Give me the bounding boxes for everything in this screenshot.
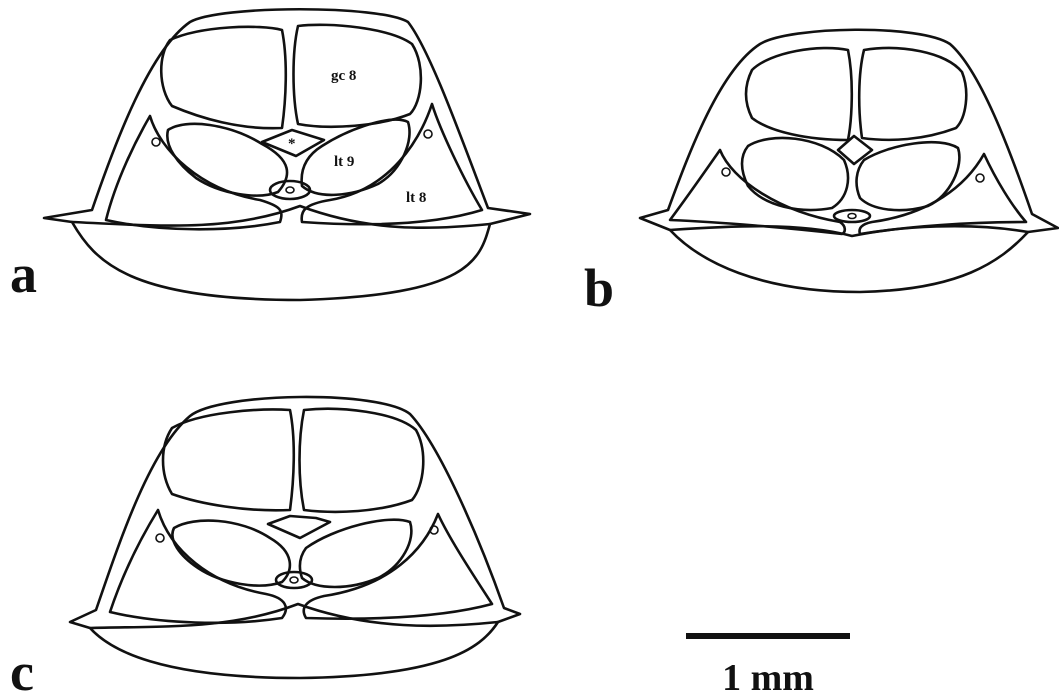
panel-a-left-dot bbox=[152, 138, 160, 146]
panel-c-center-diamond bbox=[268, 516, 330, 538]
panel-a-outer-outline bbox=[44, 9, 530, 300]
panel-c-left-middle-lobe bbox=[172, 521, 289, 586]
panel-c-right-upper-lobe bbox=[300, 409, 424, 512]
panel-a-left-upper-lobe bbox=[161, 27, 286, 128]
label-lt9: lt 9 bbox=[334, 154, 354, 170]
scale-bar: 1 mm bbox=[686, 636, 850, 697]
panel-b-left-dot bbox=[722, 168, 730, 176]
panel-a-bottom-oval-inner bbox=[286, 187, 294, 193]
scale-bar-label: 1 mm bbox=[722, 657, 814, 697]
panel-b-left-triangle bbox=[670, 150, 845, 234]
panel-a-left-middle-lobe bbox=[167, 124, 287, 196]
panel-c-right-triangle bbox=[304, 514, 492, 619]
label-star: * bbox=[288, 136, 296, 152]
label-lt8: lt 8 bbox=[406, 190, 426, 206]
panel-c-left-triangle bbox=[110, 510, 286, 623]
panel-c-outer-outline bbox=[70, 397, 520, 678]
panel-a-right-middle-lobe bbox=[302, 120, 410, 195]
panel-a-right-dot bbox=[424, 130, 432, 138]
panel-c-diagram: c bbox=[10, 397, 520, 697]
panel-b-bottom-oval-inner bbox=[848, 214, 856, 219]
panel-a-left-triangle bbox=[106, 116, 281, 229]
panel-b-left-middle-lobe bbox=[742, 138, 848, 210]
panel-c-ventral-band bbox=[90, 604, 498, 628]
panel-a-right-upper-lobe bbox=[294, 25, 421, 127]
panel-b-bottom-oval bbox=[834, 210, 870, 222]
panel-c-bottom-oval-inner bbox=[290, 577, 298, 583]
panel-b-left-upper-lobe bbox=[746, 48, 852, 140]
panel-b-ventral-band bbox=[670, 226, 1028, 236]
label-gc8: gc 8 bbox=[331, 68, 356, 84]
panel-c-letter: c bbox=[10, 642, 34, 697]
panel-a-diagram: gc 8 lt 9 lt 8 * a bbox=[10, 9, 530, 304]
panel-b-letter: b bbox=[584, 258, 614, 318]
panel-a-bottom-oval bbox=[270, 181, 310, 199]
panel-b-right-middle-lobe bbox=[857, 142, 960, 210]
panel-b-diagram: b bbox=[584, 30, 1058, 318]
panel-b-right-upper-lobe bbox=[859, 48, 966, 140]
panel-a-letter: a bbox=[10, 244, 37, 304]
panel-c-left-dot bbox=[156, 534, 164, 542]
panel-b-right-dot bbox=[976, 174, 984, 182]
